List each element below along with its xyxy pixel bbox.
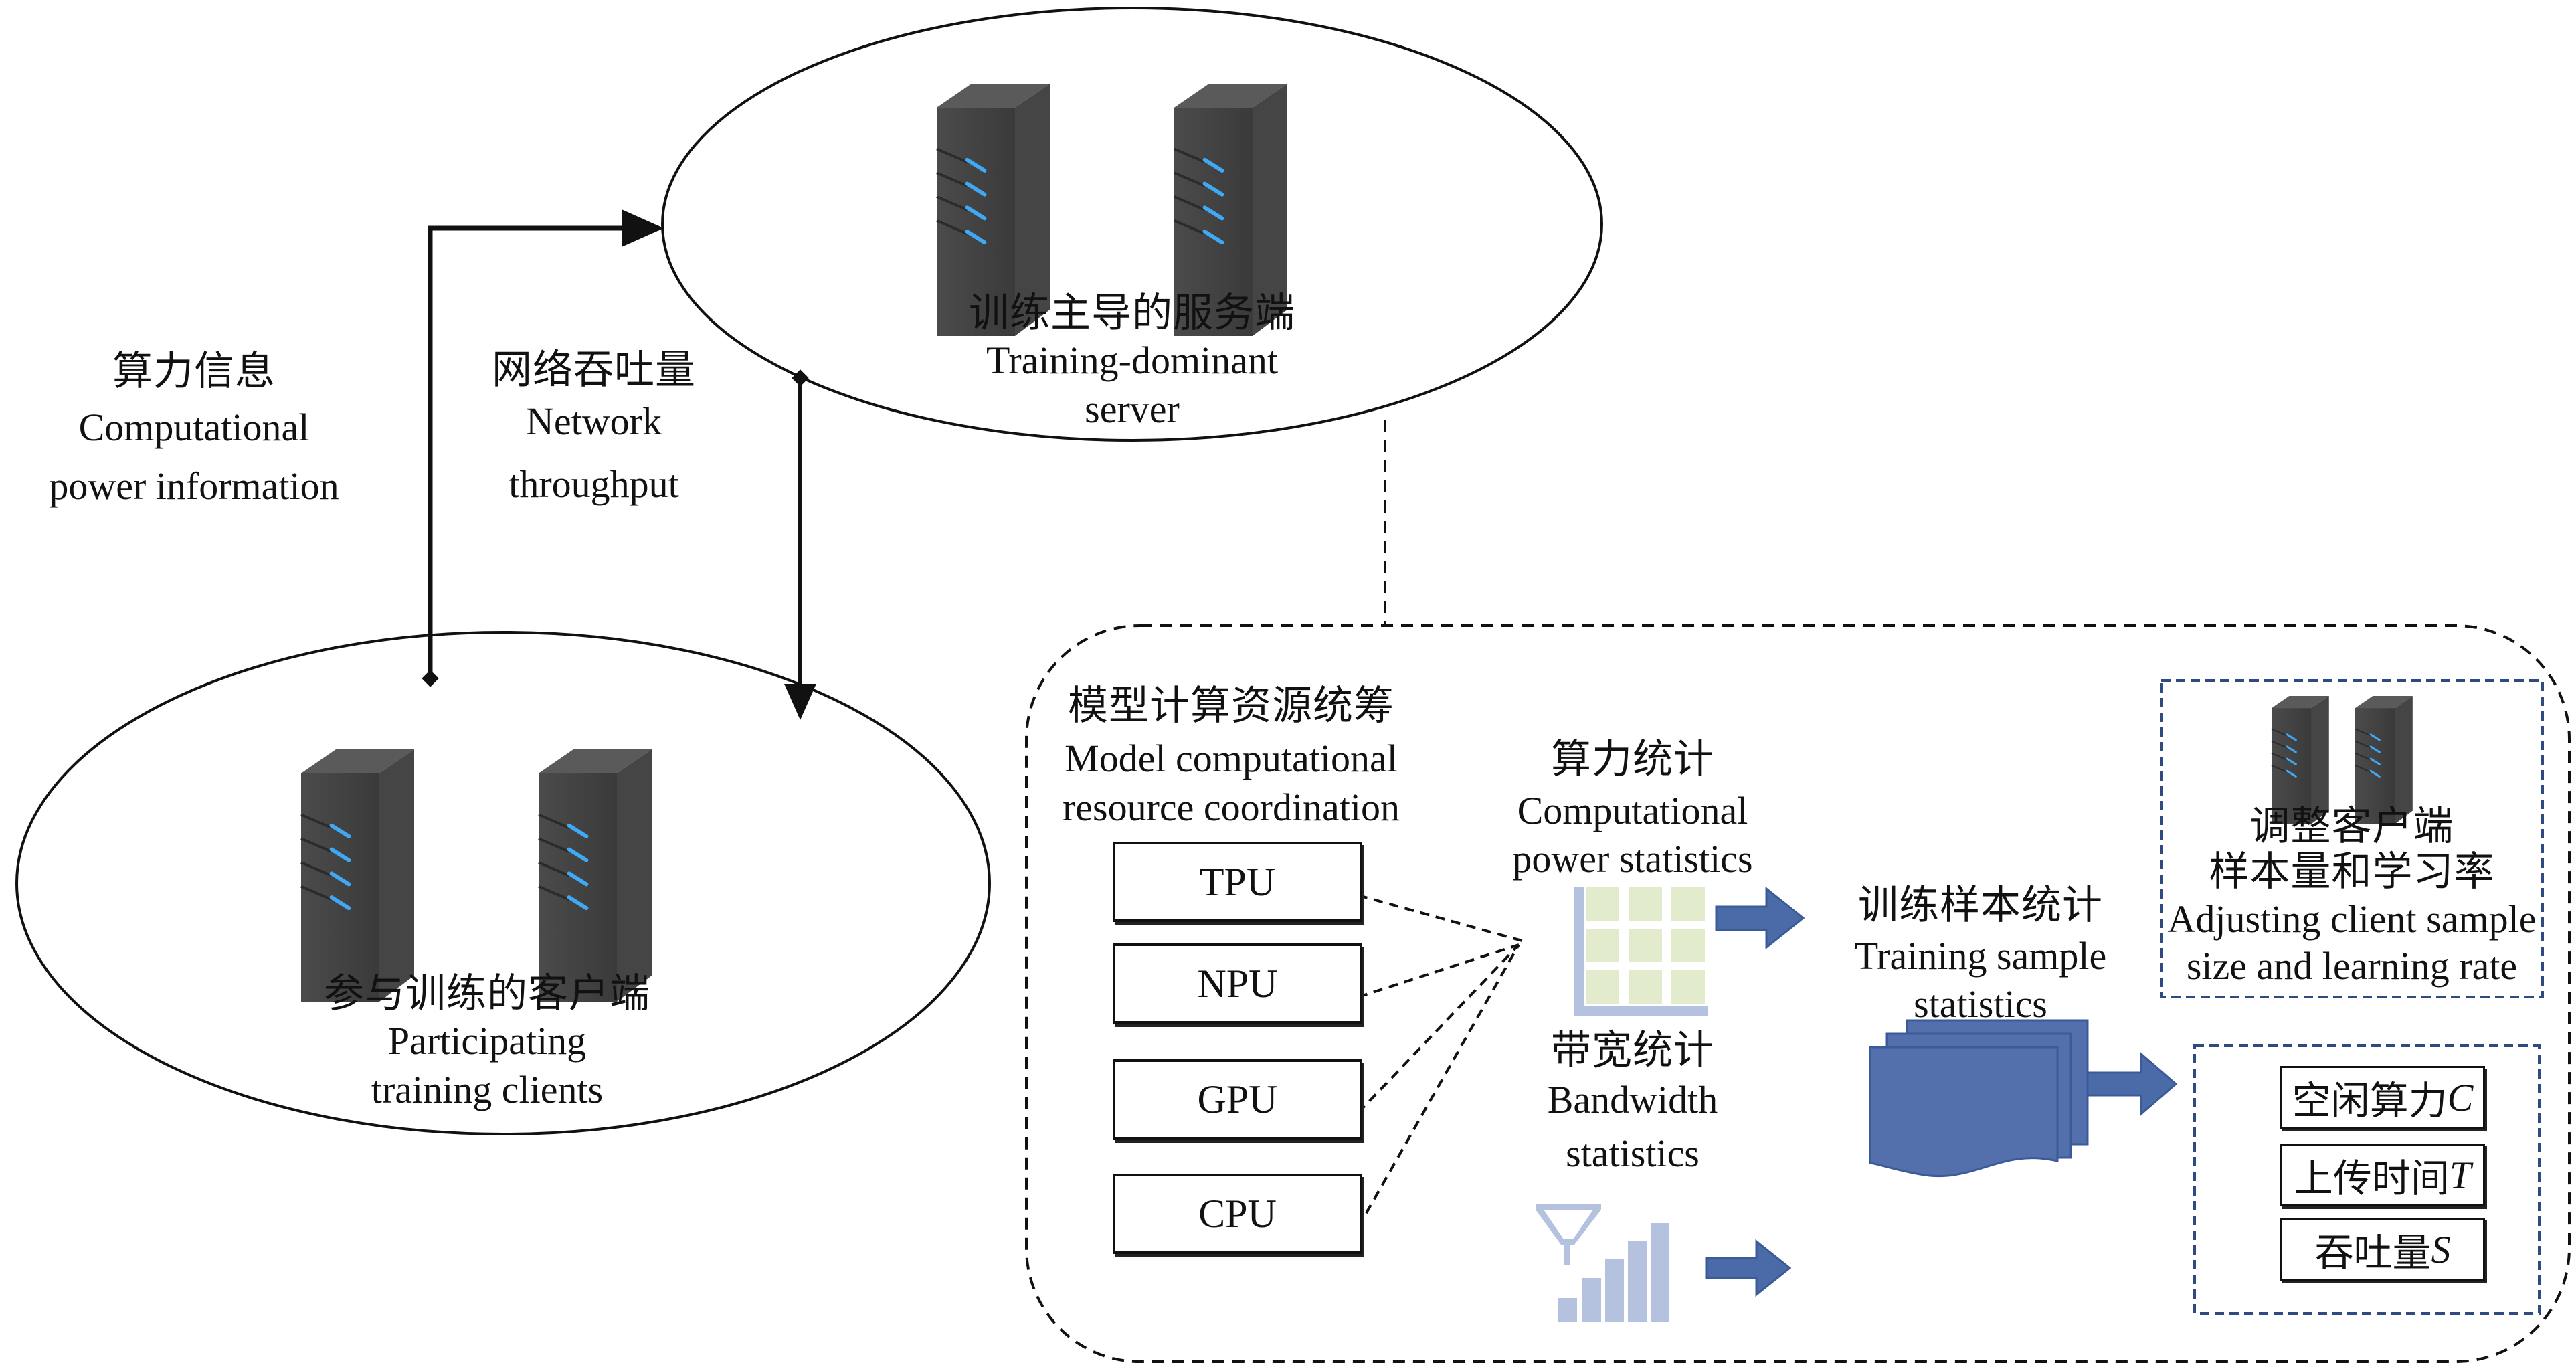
coordination-title-zh: 模型计算资源统筹: [1068, 684, 1394, 728]
connector-dot: [792, 369, 809, 387]
server-label-zh: 训练主导的服务端: [969, 291, 1295, 335]
compute-stats-en-1: Computational: [1517, 789, 1748, 832]
adjust-label-zh-1: 调整客户端: [2249, 804, 2454, 848]
adjust-label-en-1: Adjusting client sample: [2167, 897, 2537, 941]
metrics-box: [2193, 1044, 2541, 1315]
bandwidth-stats-en-2: statistics: [1566, 1131, 1699, 1175]
server-tower-icon: [301, 749, 414, 1002]
compute-info-label-en-1: Computational: [78, 405, 310, 449]
connector-dot: [422, 670, 439, 687]
metric-var: S: [2431, 1227, 2451, 1271]
sample-stats-en-2: statistics: [1914, 982, 2047, 1026]
sample-stats-zh: 训练样本统计: [1858, 883, 2103, 927]
adjust-box: [2160, 679, 2544, 998]
compute-info-label-zh: 算力信息: [112, 349, 276, 393]
clients-label-en-2: training clients: [371, 1068, 604, 1111]
resource-box-cpu: CPU: [1113, 1174, 1362, 1254]
metric-label: 空闲算力: [2292, 1079, 2448, 1123]
bandwidth-stats-zh: 带宽统计: [1551, 1028, 1714, 1073]
flow-arrow-icon: [1705, 1239, 1792, 1297]
metric-var: C: [2447, 1075, 2474, 1119]
coordination-panel: [1025, 624, 2571, 1363]
grid-matrix-icon: [1574, 887, 1708, 1016]
compute-info-connector: [428, 209, 664, 678]
sample-stats-en-1: Training sample: [1854, 934, 2107, 978]
flow-arrow-icon: [1715, 886, 1805, 950]
metric-var: T: [2449, 1153, 2472, 1197]
resource-box-gpu: GPU: [1113, 1059, 1362, 1140]
document-stack-icon: [1869, 1019, 2089, 1178]
throughput-label-en-1: Network: [526, 399, 662, 443]
bandwidth-stats-en-1: Bandwidth: [1547, 1078, 1718, 1121]
metric-label: 上传时间: [2294, 1157, 2450, 1200]
client-ellipse: [15, 631, 991, 1135]
resource-links: [1357, 894, 1528, 1228]
server-label-en-2: server: [1085, 387, 1180, 431]
clients-label-zh: 参与训练的客户端: [324, 972, 650, 1016]
compute-stats-en-2: power statistics: [1512, 837, 1753, 881]
coordination-title-en-1: Model computational: [1065, 737, 1398, 780]
resource-box-npu: NPU: [1113, 943, 1362, 1024]
coordination-title-en-2: resource coordination: [1062, 786, 1400, 829]
adjust-label-en-2: size and learning rate: [2186, 944, 2518, 988]
resource-box-tpu: TPU: [1113, 842, 1362, 922]
signal-antenna-icon: [1536, 1204, 1669, 1322]
compute-info-label-en-2: power information: [49, 464, 339, 508]
server-tower-icon: [539, 749, 652, 1002]
adjust-label-zh-2: 样本量和学习率: [2209, 850, 2495, 894]
throughput-label-en-2: throughput: [509, 462, 679, 506]
throughput-label-zh: 网络吞吐量: [492, 348, 696, 392]
clients-label-en-1: Participating: [387, 1019, 587, 1063]
metric-label: 吞吐量: [2314, 1231, 2431, 1275]
compute-stats-zh: 算力统计: [1551, 737, 1714, 782]
flow-arrow-icon: [2086, 1051, 2178, 1117]
server-label-en-1: Training-dominant: [986, 339, 1279, 382]
